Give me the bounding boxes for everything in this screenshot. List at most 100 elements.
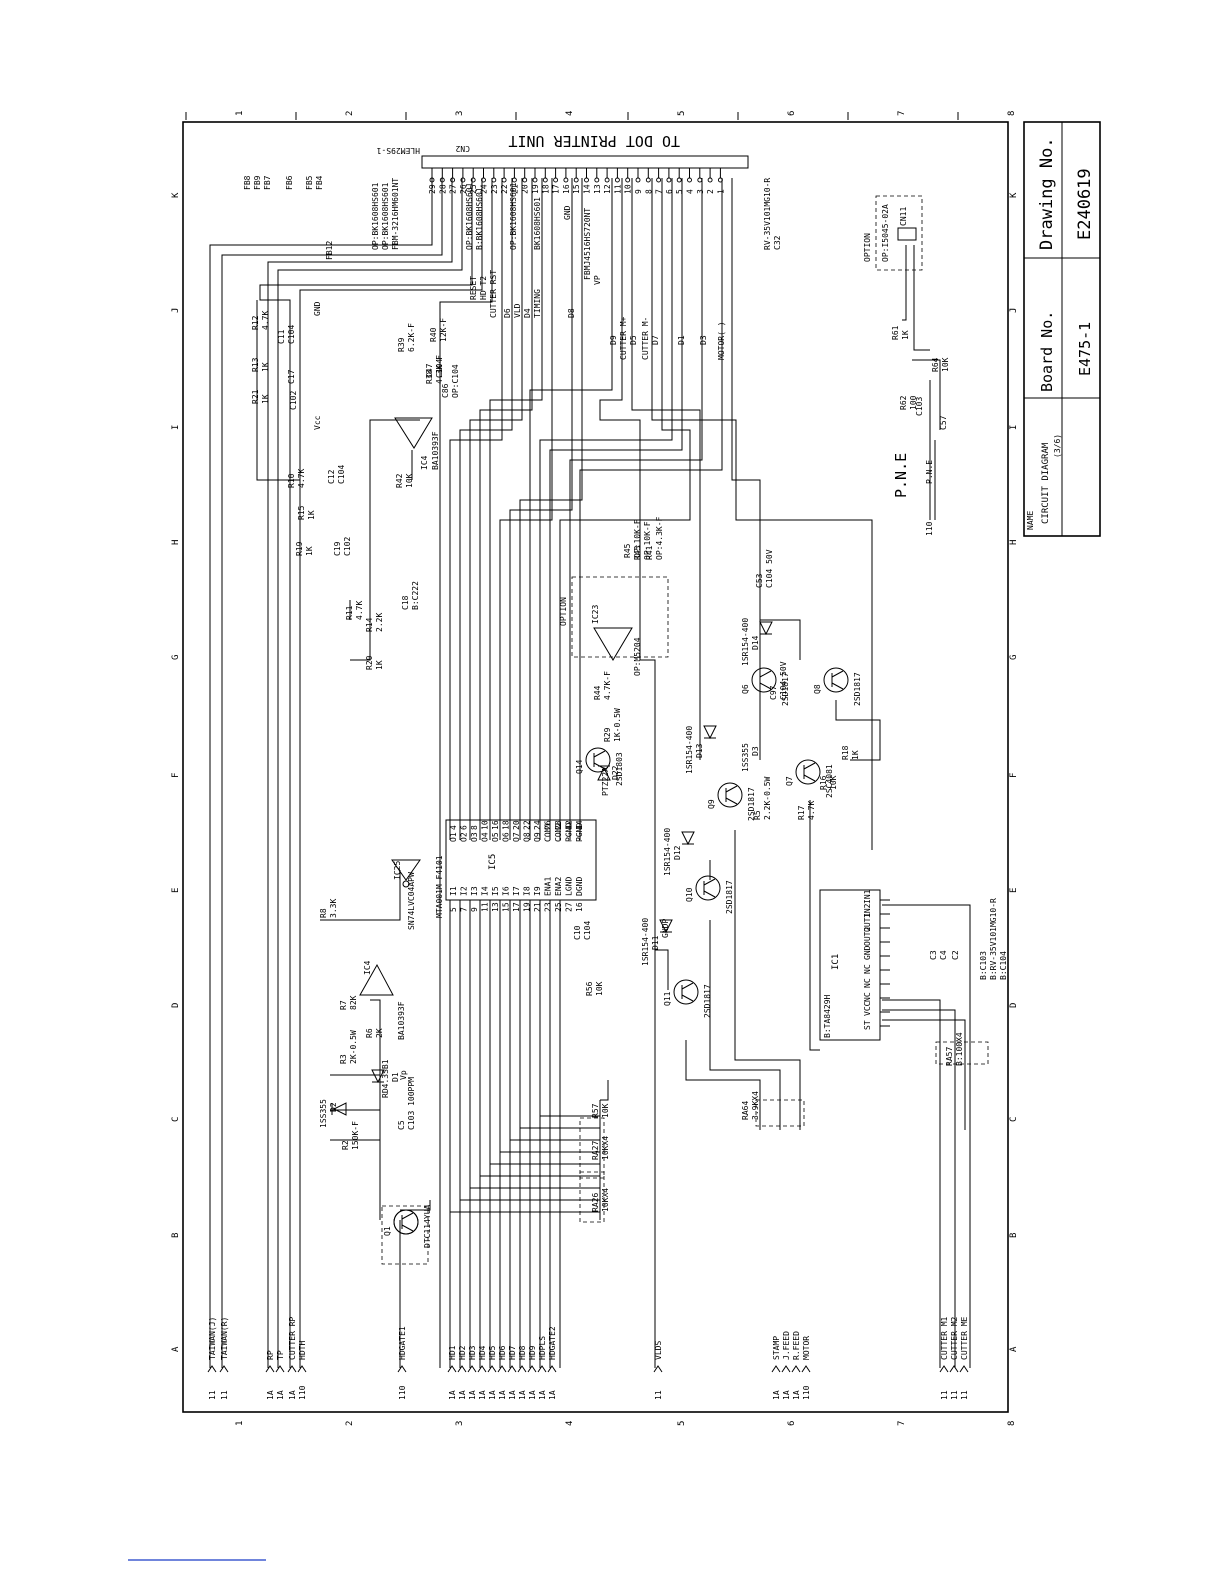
signal-arrow bbox=[265, 1365, 275, 1373]
signal-sheet-ref: 1A bbox=[528, 1390, 537, 1400]
signal-label: D4 bbox=[523, 308, 532, 318]
diode-ref: D1 bbox=[391, 1072, 400, 1082]
transistor-ref: Q6 bbox=[741, 684, 750, 694]
ic4-upper-part: BA10393F bbox=[431, 431, 440, 470]
ic23-option-label: OPTION bbox=[559, 597, 568, 626]
diode-part: 1SR154-400 bbox=[641, 918, 650, 966]
grid-row-right-K: K bbox=[1009, 192, 1019, 198]
signal-sheet-ref: 1A bbox=[508, 1390, 517, 1400]
drawing-label: Drawing No. bbox=[1037, 137, 1057, 250]
resistor-value: 3.9KX4 bbox=[751, 1091, 760, 1120]
transistor-part: DTC114YUA bbox=[423, 1204, 432, 1248]
grid-row-left-I: I bbox=[171, 425, 181, 430]
grid-row-right-B: B bbox=[1009, 1233, 1019, 1238]
grid-row-left-F: F bbox=[171, 773, 181, 778]
signal-name: HD3 bbox=[468, 1345, 477, 1360]
capacitor-ref: C97 bbox=[769, 685, 778, 700]
ic1-pin-name: OUT2 bbox=[863, 927, 872, 946]
resistor-value: 1K-0.5W bbox=[613, 708, 622, 742]
resistor-ref: RA57 bbox=[945, 1047, 954, 1066]
ic5-pin-num-left: 25 bbox=[554, 902, 563, 912]
connector-pin-number: 7 bbox=[655, 189, 664, 194]
connector-pin bbox=[573, 177, 579, 183]
grid-row-right-G: G bbox=[1009, 655, 1019, 660]
ic5: I15I27I39I411I513I615I717I819I921ENA123E… bbox=[435, 819, 597, 918]
signal-label: D5 bbox=[629, 335, 638, 345]
connector-pin-number: 3 bbox=[696, 189, 705, 194]
transistor-part: 2SD1817 bbox=[725, 880, 734, 914]
ic1-note: B:RV-35V101MG10-R bbox=[989, 898, 998, 980]
capacitor-ref: C12 bbox=[327, 469, 336, 484]
resistor-value: 12K-F bbox=[439, 318, 448, 342]
connector-pin bbox=[584, 177, 589, 183]
transistor-collector bbox=[831, 670, 844, 678]
connector-pin bbox=[625, 177, 631, 183]
capacitor-value: B:C222 bbox=[411, 581, 420, 610]
capacitor-ref: C18 bbox=[401, 595, 410, 610]
capacitor-value: C104 bbox=[435, 359, 444, 378]
connector-pin-number: 27 bbox=[449, 184, 458, 194]
capacitor-value: C104 50V bbox=[779, 661, 788, 700]
connector-pin-number: 15 bbox=[572, 184, 581, 194]
ic5-pin-name-left: I6 bbox=[502, 886, 511, 896]
ic5-pin-num-right: 4 bbox=[449, 825, 458, 830]
capacitor-ref: C10 bbox=[573, 925, 582, 940]
signal-name: TP bbox=[276, 1350, 285, 1360]
resistor-ref: R12 bbox=[251, 315, 260, 330]
resistor-value: 1K bbox=[307, 510, 316, 520]
ic5-pin-name-right: COM2 bbox=[554, 823, 563, 842]
grid-col-bottom-4: 4 bbox=[565, 1421, 575, 1426]
signal-label: D6 bbox=[503, 308, 512, 318]
resistor-ref: R13 bbox=[251, 357, 260, 372]
signal-arrow bbox=[791, 1365, 801, 1373]
ferrite-part: OP:BK1608HS601 bbox=[371, 182, 380, 250]
connector-pin bbox=[666, 177, 672, 183]
diode-part: 1SR154-400 bbox=[741, 618, 750, 666]
connector-pin bbox=[656, 177, 662, 183]
ferrite-ref: FB4 bbox=[315, 175, 324, 190]
capacitor-ref: C47 bbox=[425, 363, 434, 378]
signal-label: D3 bbox=[699, 335, 708, 345]
grid-row-right-J: J bbox=[1009, 308, 1019, 313]
transistor-part: 2SD1817 bbox=[853, 672, 862, 706]
transistor-symbol bbox=[751, 667, 777, 693]
transistor-part: 2SC4081 bbox=[825, 764, 834, 798]
name-value: CIRCUIT DIAGRAM bbox=[1041, 442, 1051, 524]
signal-arrow bbox=[287, 1365, 297, 1373]
signal-sheet-ref: 1A bbox=[478, 1390, 487, 1400]
resistor-ref: R17 bbox=[797, 805, 806, 820]
pne-net: P.N.E P.N.E 110 bbox=[892, 440, 936, 536]
resistor-value: 10KX4 bbox=[601, 1136, 610, 1160]
connector-pin bbox=[604, 177, 610, 183]
transistor-part: 2SD1817 bbox=[703, 984, 712, 1018]
signal-arrow bbox=[477, 1365, 487, 1373]
connector-pin-number: 1 bbox=[716, 189, 725, 194]
diode-part: 1SS355 bbox=[741, 743, 750, 772]
ic5-pin-num-left: 13 bbox=[491, 902, 500, 912]
ic5-pin-num-right: 24 bbox=[533, 820, 542, 830]
resistor-ref: R64 bbox=[931, 357, 940, 372]
ic5-part: MTA001M-F4101 bbox=[435, 855, 444, 918]
connector-pin-number: 24 bbox=[480, 184, 489, 194]
resistor-ref: R15 bbox=[297, 505, 306, 520]
signal-name: HDPLS bbox=[538, 1336, 547, 1360]
connector-pin bbox=[501, 177, 507, 183]
connector-pin-number: 8 bbox=[644, 189, 653, 194]
resistor-value: 4.7K bbox=[297, 469, 306, 488]
transistor-part: 2SD1803 bbox=[615, 752, 624, 786]
transistor-ref: Q9 bbox=[707, 799, 716, 809]
ic5-pin-num-left: 19 bbox=[523, 902, 532, 912]
ic5-pin-num-left: 15 bbox=[502, 902, 511, 912]
ic25: IC25 SN74LVC04APW bbox=[391, 859, 421, 930]
resistor-value: 1K bbox=[261, 394, 270, 404]
ferrite-part: OP:BK1608HS601 bbox=[465, 182, 474, 250]
connector-pin-number: 13 bbox=[593, 184, 602, 194]
resistor-ref: R62 bbox=[899, 395, 908, 410]
ic5-pin-num-left: 9 bbox=[470, 907, 479, 912]
ic5-pin-name-right: O4 bbox=[481, 832, 490, 842]
transistor-emitter bbox=[803, 774, 816, 782]
connector-pin bbox=[594, 177, 600, 183]
signal-arrow bbox=[207, 1365, 217, 1373]
